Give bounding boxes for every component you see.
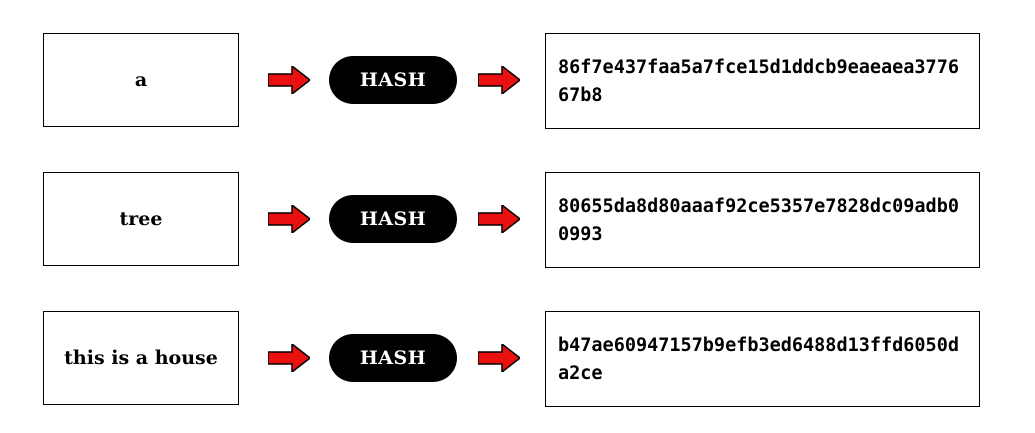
input-text: a — [134, 69, 148, 91]
right-arrow-icon — [478, 205, 520, 233]
hash-label: HASH — [359, 69, 427, 91]
hash-label: HASH — [359, 347, 427, 369]
hash-function-pill: HASH — [329, 56, 457, 104]
input-box: this is a house — [43, 311, 239, 405]
hash-function-pill: HASH — [329, 334, 457, 382]
hash-row: a HASH 86f7e437faa5a7fce15d1ddcb9eaeaea3… — [0, 33, 1035, 129]
hash-row: this is a house HASH b47ae60947157b9efb3… — [0, 311, 1035, 407]
right-arrow-icon — [478, 66, 520, 94]
hash-output: 80655da8d80aaaf92ce5357e7828dc09adb00993 — [558, 196, 959, 245]
input-box: tree — [43, 172, 239, 266]
hash-row: tree HASH 80655da8d80aaaf92ce5357e7828dc… — [0, 172, 1035, 268]
input-box: a — [43, 33, 239, 127]
right-arrow-icon — [268, 344, 310, 372]
right-arrow-icon — [268, 205, 310, 233]
input-text: this is a house — [64, 347, 218, 369]
hash-label: HASH — [359, 208, 427, 230]
hash-output: 86f7e437faa5a7fce15d1ddcb9eaeaea377667b8 — [558, 57, 959, 106]
input-text: tree — [119, 208, 163, 230]
hash-output: b47ae60947157b9efb3ed6488d13ffd6050da2ce — [558, 335, 959, 384]
right-arrow-icon — [268, 66, 310, 94]
hash-function-pill: HASH — [329, 195, 457, 243]
output-box: b47ae60947157b9efb3ed6488d13ffd6050da2ce — [545, 311, 980, 407]
output-box: 80655da8d80aaaf92ce5357e7828dc09adb00993 — [545, 172, 980, 268]
output-box: 86f7e437faa5a7fce15d1ddcb9eaeaea377667b8 — [545, 33, 980, 129]
right-arrow-icon — [478, 344, 520, 372]
